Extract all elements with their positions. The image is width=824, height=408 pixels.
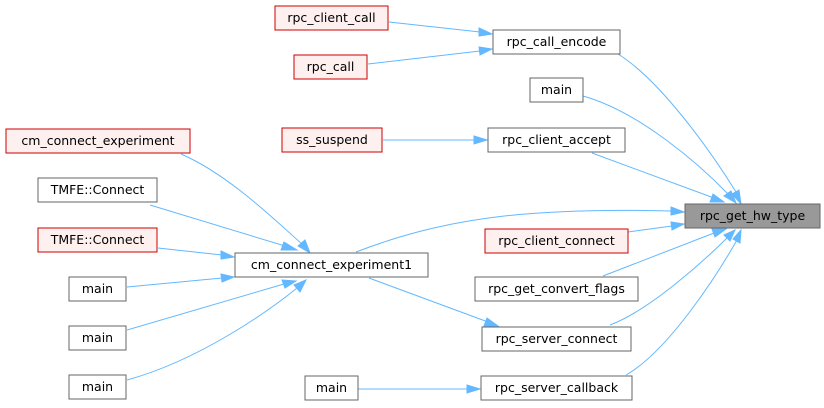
node-label: cm_connect_experiment (21, 133, 174, 148)
edge-tmfe-connect-2-to-cm-connect-experiment1 (157, 247, 236, 260)
node-label: TMFE::Connect (50, 232, 145, 247)
node-label: rpc_call (307, 59, 355, 74)
node-label: rpc_client_connect (498, 233, 615, 248)
node-rpc-server-callback[interactable]: rpc_server_callback (480, 375, 633, 401)
node-tmfe-connect-2[interactable]: TMFE::Connect (37, 227, 158, 253)
edge-rpc-call-encode-to-rpc-get-hw-type (617, 53, 742, 206)
node-cm-connect-experiment1[interactable]: cm_connect_experiment1 (234, 252, 429, 278)
edge-cm-connect-experiment1-to-rpc-get-hw-type (355, 206, 686, 253)
node-label: rpc_get_convert_flags (488, 281, 625, 296)
edge-rpc-client-accept-to-rpc-get-hw-type (591, 152, 726, 203)
node-main-5[interactable]: main (304, 375, 359, 401)
edge-rpc-call-to-rpc-call-encode (367, 46, 494, 65)
node-label: rpc_client_call (287, 10, 375, 25)
node-label: main (82, 330, 113, 345)
edge-cm-connect-experiment-to-cm-connect-experiment1 (180, 153, 311, 255)
edge-main-to-rpc-get-hw-type (582, 95, 738, 205)
edge-rpc-client-connect-to-rpc-get-hw-type (627, 221, 686, 233)
node-rpc-get-hw-type: rpc_get_hw_type (684, 203, 821, 229)
node-rpc-client-connect[interactable]: rpc_client_connect (484, 228, 629, 254)
node-label: rpc_server_connect (496, 331, 618, 346)
node-label: rpc_client_accept (502, 132, 611, 147)
node-rpc-get-convert-flags[interactable]: rpc_get_convert_flags (474, 276, 639, 302)
edge-rpc-server-callback-to-rpc-get-hw-type (625, 228, 742, 376)
edge-rpc-get-convert-flags-to-rpc-get-hw-type (602, 228, 728, 277)
node-label: main (82, 379, 113, 394)
node-main-4[interactable]: main (68, 374, 127, 400)
edge-rpc-server-connect-to-rpc-get-hw-type (609, 228, 737, 326)
node-label: cm_connect_experiment1 (251, 257, 412, 272)
node-label: main (316, 380, 347, 395)
edge-ss-suspend-to-rpc-client-accept (383, 135, 489, 145)
node-main-1[interactable]: main (529, 77, 584, 103)
node-main-2[interactable]: main (68, 276, 127, 302)
node-main-3[interactable]: main (68, 325, 127, 351)
edge-tmfe-connect-1-to-cm-connect-experiment1 (149, 204, 299, 251)
edge-main-2-to-cm-connect-experiment1 (126, 273, 236, 288)
node-rpc-call-encode[interactable]: rpc_call_encode (492, 29, 621, 55)
node-label: main (541, 82, 572, 97)
edge-cm-connect-experiment1-to-rpc-server-connect (368, 277, 500, 327)
node-tmfe-connect-1[interactable]: TMFE::Connect (37, 177, 158, 203)
node-label: main (82, 281, 113, 296)
node-cm-connect-experiment[interactable]: cm_connect_experiment (5, 128, 191, 154)
edge-main-3-to-cm-connect-experiment1 (126, 279, 298, 331)
edge-main-4-to-cm-connect-experiment1 (126, 279, 308, 381)
node-rpc-client-accept[interactable]: rpc_client_accept (487, 127, 626, 153)
node-rpc-client-call[interactable]: rpc_client_call (274, 5, 389, 31)
node-label: TMFE::Connect (50, 182, 145, 197)
edge-rpc-client-call-to-rpc-call-encode (388, 21, 494, 37)
node-label: rpc_get_hw_type (700, 208, 806, 223)
edge-main-5-to-rpc-server-callback (358, 384, 482, 394)
node-rpc-call[interactable]: rpc_call (293, 54, 368, 80)
node-ss-suspend[interactable]: ss_suspend (281, 127, 383, 153)
node-label: rpc_server_callback (495, 380, 619, 395)
node-label: rpc_call_encode (507, 34, 607, 49)
node-rpc-server-connect[interactable]: rpc_server_connect (481, 326, 632, 352)
node-label: ss_suspend (296, 132, 368, 147)
